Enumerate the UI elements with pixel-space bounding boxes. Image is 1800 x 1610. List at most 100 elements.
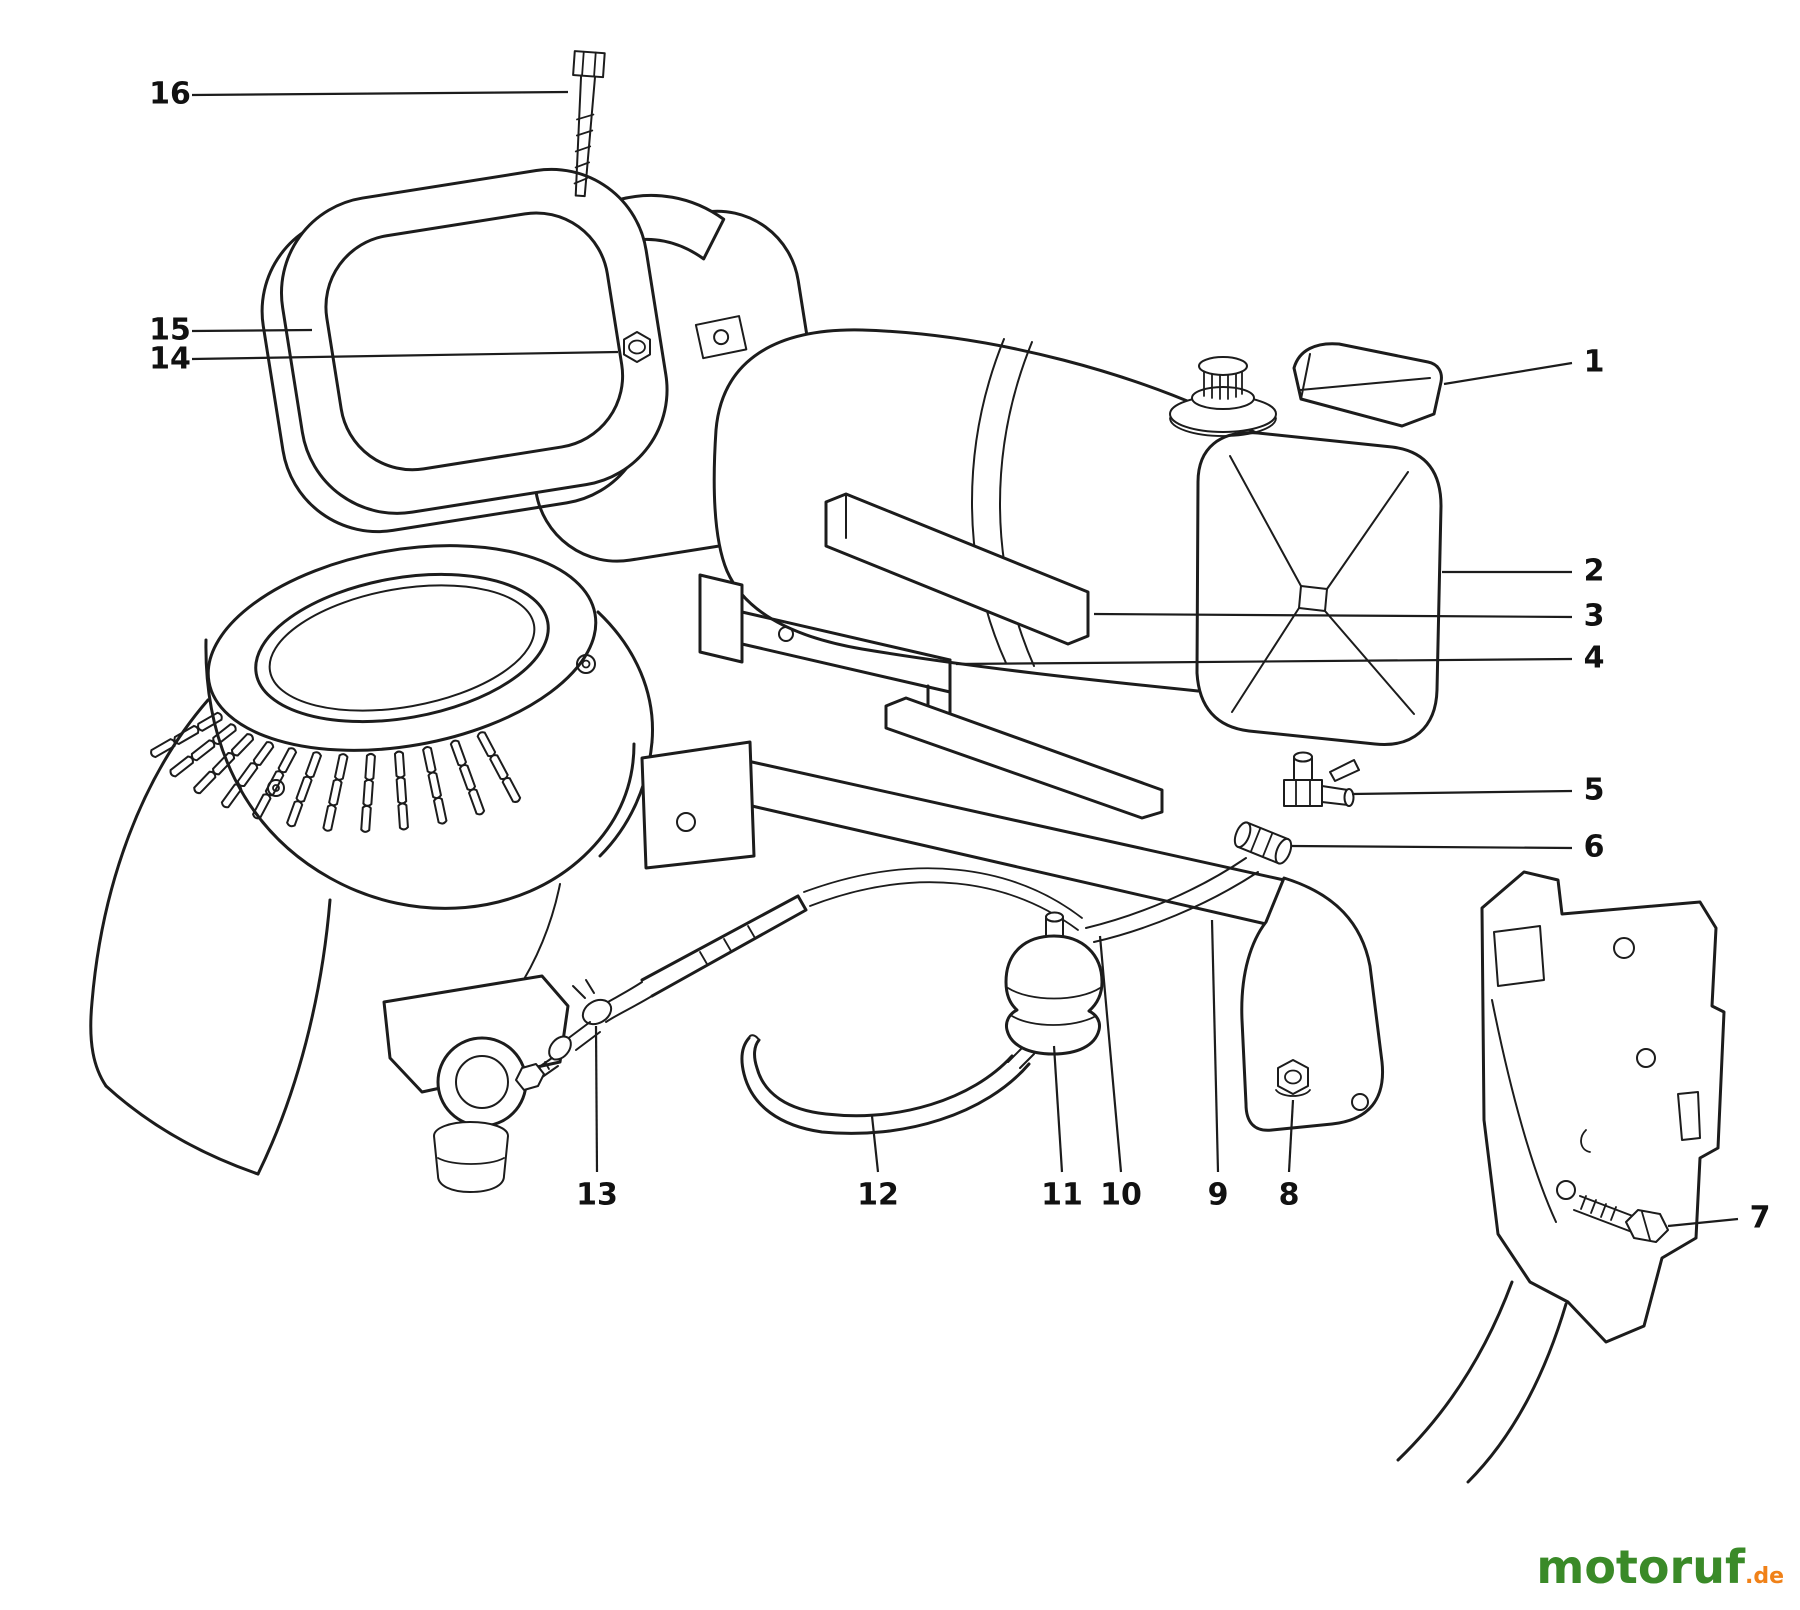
grille-slot	[397, 802, 410, 831]
carb-bowl	[433, 1121, 509, 1193]
grille-slot	[458, 762, 477, 793]
frame-blade-curve-1	[1396, 1280, 1514, 1462]
callout-2: 2	[1584, 554, 1605, 589]
bolt-16	[572, 50, 606, 198]
callout-9-leader	[1210, 919, 1220, 1173]
fuel-cap	[1169, 356, 1277, 437]
nut-14-bore	[628, 339, 646, 355]
callout-10-leader	[1098, 935, 1123, 1173]
housing-bolt-ear	[576, 654, 596, 674]
nut-8-flange	[1275, 1089, 1311, 1097]
fuel-valve-5	[1283, 751, 1360, 807]
grille-slot	[427, 770, 443, 800]
frame-slot	[1677, 1091, 1701, 1141]
callout-4-leader	[955, 657, 1573, 666]
grille-slot	[235, 760, 260, 789]
grille-slot	[168, 754, 196, 779]
carburetor	[382, 974, 570, 1193]
grille-slot	[189, 738, 217, 763]
clamp-ears	[572, 979, 595, 999]
valve-outlet	[1321, 785, 1349, 806]
nut-14	[623, 331, 651, 363]
foam-pad-upper	[824, 492, 1090, 646]
frame-bolt-hole	[1556, 1180, 1576, 1200]
foam-pad-lower	[884, 696, 1164, 820]
valve-stem-top	[1293, 751, 1313, 763]
tank-face-center	[1298, 585, 1328, 612]
support-left-tab	[640, 740, 756, 870]
clamp-ring	[581, 998, 613, 1026]
callout-6: 6	[1584, 830, 1605, 865]
watermark-tld: .de	[1744, 1564, 1784, 1589]
valve-body-facets	[1295, 779, 1311, 807]
inlet-bolt-head	[515, 1063, 545, 1091]
bracket-4-tab	[698, 573, 744, 664]
grille-slot	[321, 803, 338, 833]
bracket-4	[698, 573, 952, 716]
watermark-logo[interactable]: motoruf.de	[1536, 1540, 1784, 1594]
carb-inlet-bolt	[515, 1035, 572, 1091]
grille-slot	[421, 745, 437, 775]
grille-slot	[251, 739, 276, 768]
hose-inner	[740, 1036, 1031, 1135]
grille-slot	[195, 710, 225, 733]
grille-slot	[360, 804, 372, 834]
support-foot	[1240, 876, 1385, 1132]
bolt-7-head	[1625, 1209, 1669, 1243]
bolt-16-threads	[573, 113, 595, 185]
deflector-1	[1292, 342, 1443, 428]
grille-slot	[395, 776, 408, 805]
bracket-4-strap	[740, 610, 952, 694]
callout-1-leader	[1443, 361, 1573, 386]
grille-slot	[229, 731, 256, 758]
callout-15: 15	[149, 313, 191, 348]
grille-slot	[276, 745, 298, 775]
bolt-16-head-facets	[581, 50, 597, 78]
grille-slot	[475, 729, 498, 759]
callout-5-leader	[1351, 789, 1573, 796]
frame-detail-curve	[1580, 1129, 1591, 1153]
hose-outer	[753, 1038, 1014, 1118]
housing-bolt-ear-center	[581, 659, 591, 669]
fitting-6-sides	[1236, 821, 1290, 865]
callout-11-leader	[1052, 1045, 1064, 1173]
air-cleaner-cover	[260, 167, 669, 534]
nut-8	[1275, 1059, 1311, 1097]
valve-stem	[1293, 757, 1313, 781]
callout-8-leader	[1287, 1099, 1295, 1173]
fuel-pipe	[597, 894, 808, 1023]
valve-lever	[1329, 759, 1360, 782]
bolt-7-head-facet	[1641, 1211, 1651, 1241]
callout-9: 9	[1208, 1178, 1229, 1213]
callout-10: 10	[1100, 1178, 1142, 1213]
housing-inner-rim	[254, 572, 550, 724]
housing-bolt-ear-2	[267, 779, 285, 797]
tank-face-creases	[1229, 455, 1415, 715]
callout-14-leader	[191, 350, 619, 361]
blower-housing	[89, 544, 654, 1176]
frame-plate	[1480, 870, 1726, 1344]
support-bracket-9	[640, 740, 1385, 1132]
carb-flange-bore	[455, 1055, 509, 1109]
housing-cowl-edge	[596, 610, 654, 744]
filter-top-nipple	[1045, 917, 1064, 937]
cover-inner	[324, 211, 625, 472]
deflector-fold	[1299, 353, 1431, 400]
base-mount-hole	[713, 329, 730, 346]
grille-slot	[393, 750, 406, 779]
grille-slot	[333, 752, 349, 782]
cap-top	[1198, 356, 1248, 376]
support-strip-bottom	[750, 804, 1268, 926]
housing-bolt-ear-2-center	[272, 784, 280, 792]
callout-12-leader	[870, 1115, 880, 1173]
callout-16-leader	[191, 90, 569, 97]
engine-outline-bottom	[104, 1084, 260, 1176]
bolt-7-shaft	[1573, 1195, 1639, 1233]
callout-15-leader	[191, 328, 313, 333]
grille-slot	[488, 752, 510, 782]
cap-ribs	[1203, 365, 1243, 400]
fuel-line-10	[803, 867, 1083, 931]
bolt-16-head	[572, 50, 606, 79]
engine-outline-right	[256, 898, 332, 1176]
frame-cutout	[1493, 925, 1545, 987]
